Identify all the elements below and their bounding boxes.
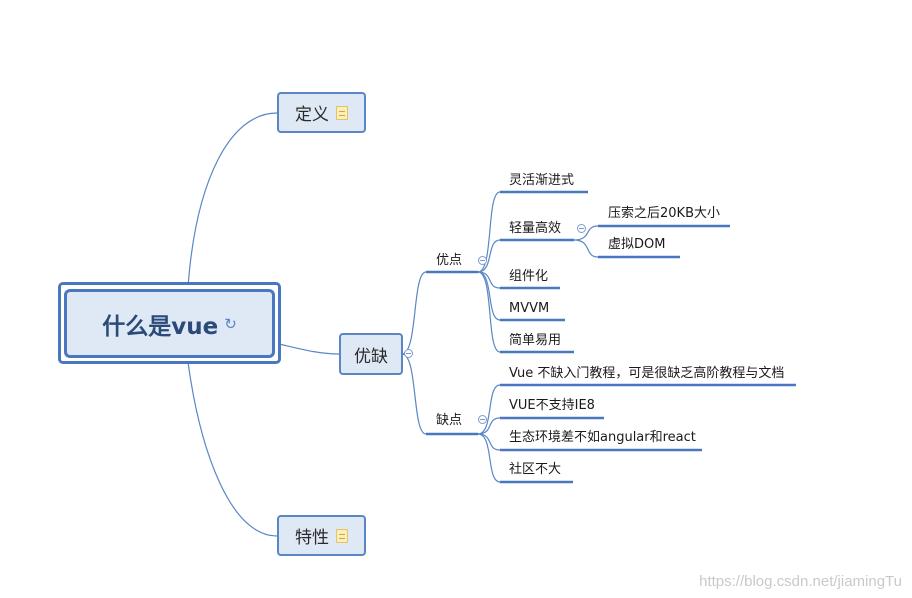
connector-root-features [187, 361, 278, 537]
note-icon[interactable] [336, 105, 348, 120]
collapse-efficient-icon[interactable] [577, 224, 586, 233]
collapse-cons-icon[interactable] [478, 415, 487, 424]
connector-pros-item1 [477, 191, 501, 273]
note-icon[interactable] [336, 528, 348, 543]
cons-item[interactable]: Vue 不缺入门教程，可是很缺乏高阶教程与文档 [509, 366, 785, 381]
efficient-child[interactable]: 压索之后20KB大小 [608, 206, 720, 221]
pros-item[interactable]: 灵活渐进式 [509, 173, 575, 188]
topic-definition-label: 定义 [295, 105, 329, 125]
topic-pros[interactable]: 优点 [436, 253, 463, 268]
cons-item[interactable]: 社区不大 [509, 462, 562, 477]
efficient-child[interactable]: 虚拟DOM [608, 237, 666, 252]
connector-proscons-pros [401, 271, 427, 355]
connector-root-pros-cons [278, 343, 340, 355]
pros-item[interactable]: 简单易用 [509, 333, 562, 348]
root-node[interactable]: 什么是vue ↻ [64, 289, 275, 358]
topic-pros-cons-label: 优缺 [354, 346, 388, 367]
topic-pros-cons[interactable]: 优缺 [339, 333, 403, 375]
topic-features[interactable]: 特性 [277, 515, 366, 556]
collapse-pros-cons-icon[interactable] [404, 349, 413, 358]
watermark: https://blog.csdn.net/jiamingTu [699, 573, 902, 590]
collapse-pros-icon[interactable] [478, 256, 487, 265]
root-node-label: 什么是vue [102, 313, 219, 340]
cons-item[interactable]: 生态环境差不如angular和react [509, 430, 696, 445]
link-icon[interactable]: ↻ [224, 314, 237, 333]
pros-item[interactable]: 轻量高效 [509, 221, 562, 236]
pros-item[interactable]: 组件化 [509, 269, 549, 284]
cons-item[interactable]: VUE不支持IE8 [509, 398, 595, 413]
topic-cons[interactable]: 缺点 [436, 413, 463, 428]
connector-root-definition [187, 112, 278, 288]
connector-proscons-cons [401, 353, 427, 435]
topic-definition[interactable]: 定义 [277, 92, 366, 133]
topic-features-label: 特性 [295, 528, 329, 548]
pros-item[interactable]: MVVM [509, 301, 550, 316]
